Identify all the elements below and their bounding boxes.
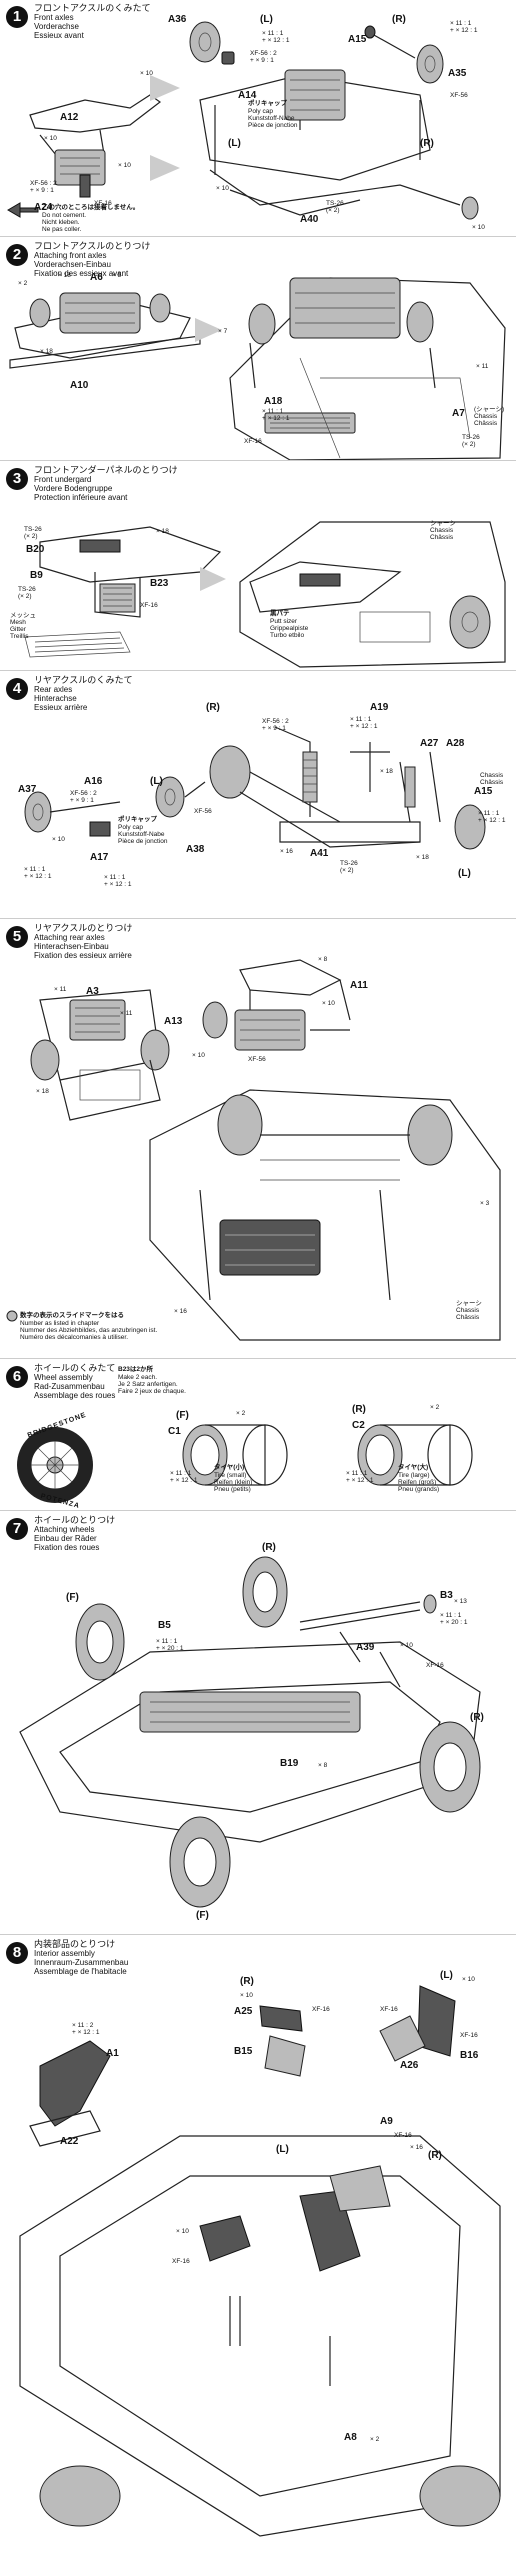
- divider: [0, 236, 516, 237]
- divider: [0, 460, 516, 461]
- step-5: 5 リヤアクスルのとりつけ Attaching rear axles Hinte…: [0, 920, 516, 1358]
- step-2: 2 フロントアクスルのとりつけ Attaching front axles Vo…: [0, 238, 516, 460]
- step-number: 2: [6, 244, 28, 266]
- step-number: 5: [6, 926, 28, 948]
- front-axle-attach-diagram: [9, 277, 506, 460]
- step-3: 3 フロントアンダーパネルのとりつけ Front undergard Vorde…: [0, 462, 516, 670]
- step-title: 内装部品のとりつけ Interior assembly Innenraum-Zu…: [34, 1939, 129, 1977]
- step-number: 3: [6, 468, 28, 490]
- step-7: 7 ホイールのとりつけ Attaching wheels Einbau der …: [0, 1512, 516, 1934]
- step-title: フロントアクスルのとりつけ Attaching front axles Vord…: [34, 241, 151, 279]
- step-title: リヤアクスルのとりつけ Attaching rear axles Hintera…: [34, 923, 133, 961]
- divider: [0, 1510, 516, 1511]
- step-8: 8 内装部品のとりつけ Interior assembly Innenraum-…: [0, 1936, 516, 2560]
- step-number: 1: [6, 6, 28, 28]
- divider: [0, 1934, 516, 1935]
- step-number: 8: [6, 1942, 28, 1964]
- divider: [0, 1358, 516, 1359]
- step-number: 7: [6, 1518, 28, 1540]
- divider: [0, 918, 516, 919]
- step-4: 4 リヤアクスルのくみたて Rear axles Hinterachse Ess…: [0, 672, 516, 918]
- step-6: 6 ホイールのくみたて Wheel assembly Rad-Zusammenb…: [0, 1360, 516, 1510]
- front-undergard-diagram: [24, 521, 506, 668]
- wheel-attach-diagram: [19, 1556, 481, 1908]
- rear-axle-attach-diagram: [6, 959, 501, 1341]
- wheel-assembly-diagram: [17, 1424, 473, 1503]
- interior-assembly-diagram: [19, 1985, 501, 2537]
- step-number: 4: [6, 678, 28, 700]
- step-title: リヤアクスルのくみたて Rear axles Hinterachse Essie…: [34, 675, 133, 713]
- step-1: 1 フロントアクスルのくみたて Front axles Vorderachse …: [0, 0, 516, 236]
- step-title: フロントアンダーパネルのとりつけ Front undergard Vordere…: [34, 465, 178, 503]
- step-title: フロントアクスルのくみたて Front axles Vorderachse Es…: [34, 3, 151, 41]
- step-number: 6: [6, 1366, 28, 1388]
- step-title: ホイールのとりつけ Attaching wheels Einbau der Rä…: [34, 1515, 116, 1553]
- rear-axle-diagram: [24, 726, 486, 850]
- step-title: ホイールのくみたて Wheel assembly Rad-Zusammenbau…: [34, 1363, 116, 1401]
- front-axle-diagram: [7, 21, 479, 220]
- divider: [0, 670, 516, 671]
